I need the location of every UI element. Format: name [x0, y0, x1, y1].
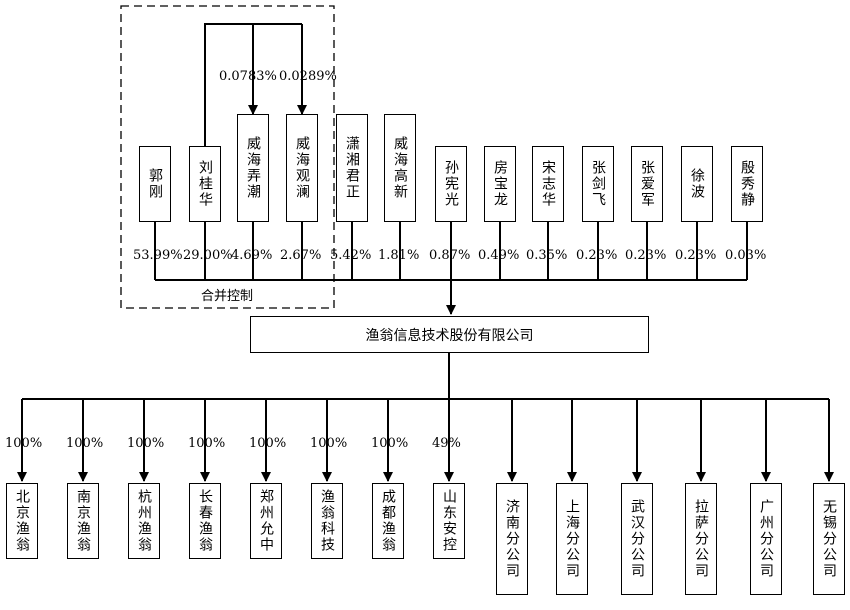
company-box: 渔翁信息技术股份有限公司 — [250, 316, 649, 353]
shareholder-box: 房宝龙 — [484, 146, 516, 222]
subsidiary-name: 南京渔翁 — [75, 489, 91, 553]
shareholder-pct: 0.23% — [625, 248, 667, 263]
shareholder-box: 潇湘君正 — [336, 114, 368, 222]
shareholder-box: 张剑飞 — [582, 146, 614, 222]
branch-name: 济南分公司 — [504, 499, 520, 579]
shareholder-name: 宋志华 — [540, 160, 556, 208]
shareholder-name: 郭刚 — [147, 168, 163, 200]
subsidiary-box: 成都渔翁 — [372, 483, 404, 559]
branch-name: 上海分公司 — [564, 499, 580, 579]
branch-box: 拉萨分公司 — [685, 483, 717, 595]
subsidiary-pct: 100% — [188, 436, 226, 451]
shareholder-box: 郭刚 — [139, 146, 171, 222]
subsidiary-name: 山东安控 — [441, 489, 457, 553]
shareholder-name: 张剑飞 — [590, 160, 606, 208]
subsidiary-box: 郑州允中 — [250, 483, 282, 559]
subsidiary-name: 杭州渔翁 — [136, 489, 152, 553]
shareholder-name: 张爱军 — [639, 160, 655, 208]
shareholder-pct: 53.99% — [133, 248, 183, 263]
subsidiary-name: 渔翁科技 — [319, 489, 335, 553]
subsidiary-box: 渔翁科技 — [311, 483, 343, 559]
shareholder-box: 威海观澜 — [286, 114, 318, 222]
transfer-lines — [204, 23, 307, 146]
shareholder-box: 威海高新 — [384, 114, 416, 222]
shareholder-name: 孙宪光 — [443, 160, 459, 208]
subsidiary-pct: 100% — [310, 436, 348, 451]
shareholder-pct: 0.87% — [429, 248, 471, 263]
subsidiary-box: 北京渔翁 — [6, 483, 38, 559]
shareholder-name: 潇湘君正 — [344, 136, 360, 200]
shareholder-box: 张爱军 — [631, 146, 663, 222]
subsidiary-box: 南京渔翁 — [67, 483, 99, 559]
subsidiary-lines — [17, 353, 834, 482]
shareholder-pct: 0.35% — [526, 248, 568, 263]
shareholder-lines — [154, 222, 748, 315]
shareholder-pct: 2.67% — [280, 248, 322, 263]
group-label: 合并控制 — [201, 289, 254, 304]
branch-box: 武汉分公司 — [621, 483, 653, 595]
shareholder-box: 徐波 — [681, 146, 713, 222]
shareholder-name: 房宝龙 — [492, 160, 508, 208]
shareholder-box: 殷秀静 — [731, 146, 763, 222]
shareholder-pct: 5.42% — [330, 248, 372, 263]
transfer-label-2: 0.0289% — [279, 69, 337, 84]
shareholder-pct: 1.81% — [378, 248, 420, 263]
shareholder-box: 宋志华 — [532, 146, 564, 222]
shareholder-box: 刘桂华 — [189, 146, 221, 222]
branch-box: 上海分公司 — [556, 483, 588, 595]
branch-name: 无锡分公司 — [821, 499, 837, 579]
branch-box: 广州分公司 — [750, 483, 782, 595]
subsidiary-name: 北京渔翁 — [14, 489, 30, 553]
merged-control-group-box — [120, 5, 335, 309]
transfer-label-1: 0.0783% — [219, 69, 277, 84]
branch-name: 武汉分公司 — [629, 499, 645, 579]
subsidiary-pct: 49% — [432, 436, 461, 451]
shareholder-box: 孙宪光 — [435, 146, 467, 222]
shareholder-pct: 0.23% — [675, 248, 717, 263]
shareholder-pct: 0.49% — [478, 248, 520, 263]
shareholder-pct: 29.00% — [183, 248, 233, 263]
shareholder-pct: 4.69% — [231, 248, 273, 263]
subsidiary-name: 郑州允中 — [258, 489, 274, 553]
branch-box: 无锡分公司 — [813, 483, 845, 595]
subsidiary-box: 长春渔翁 — [189, 483, 221, 559]
shareholder-name: 威海高新 — [392, 136, 408, 200]
subsidiary-pct: 100% — [249, 436, 287, 451]
subsidiary-pct: 100% — [5, 436, 43, 451]
subsidiary-box: 山东安控 — [433, 483, 465, 559]
shareholder-name: 徐波 — [689, 168, 705, 200]
shareholder-box: 威海弄潮 — [237, 114, 269, 222]
company-name: 渔翁信息技术股份有限公司 — [365, 327, 534, 344]
subsidiary-box: 杭州渔翁 — [128, 483, 160, 559]
branch-name: 广州分公司 — [758, 499, 774, 579]
shareholder-name: 刘桂华 — [197, 160, 213, 208]
subsidiary-name: 长春渔翁 — [197, 489, 213, 553]
shareholder-name: 殷秀静 — [739, 160, 755, 208]
subsidiary-pct: 100% — [127, 436, 165, 451]
shareholder-pct: 0.03% — [725, 248, 767, 263]
subsidiary-pct: 100% — [371, 436, 409, 451]
subsidiary-pct: 100% — [66, 436, 104, 451]
branch-box: 济南分公司 — [496, 483, 528, 595]
shareholder-name: 威海弄潮 — [245, 136, 261, 200]
shareholder-pct: 0.23% — [576, 248, 618, 263]
subsidiary-name: 成都渔翁 — [380, 489, 396, 553]
shareholder-name: 威海观澜 — [294, 136, 310, 200]
branch-name: 拉萨分公司 — [693, 499, 709, 579]
